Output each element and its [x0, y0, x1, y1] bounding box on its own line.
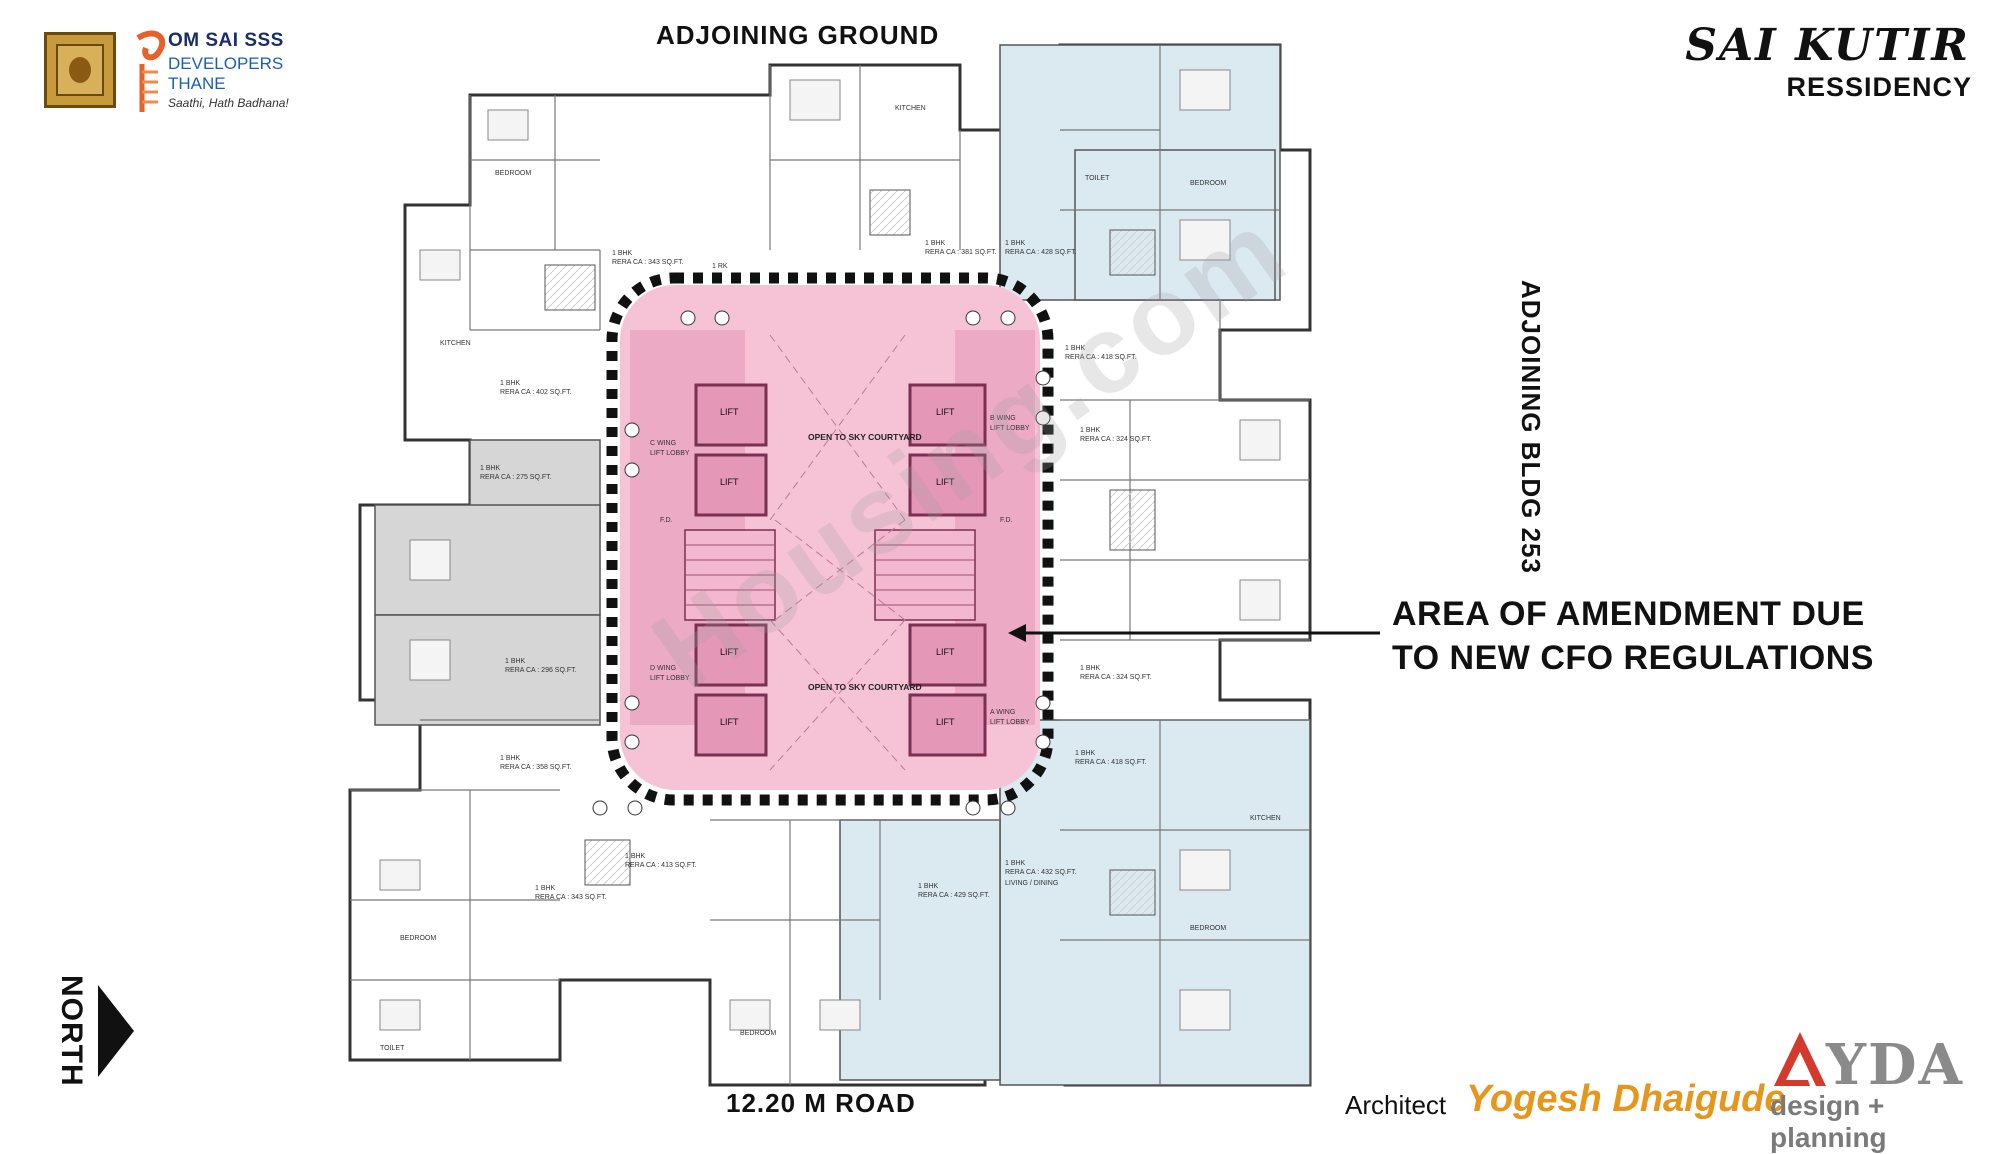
- courtyard-label-south: OPEN TO SKY COURTYARD: [808, 682, 922, 692]
- lift-label: LIFT: [720, 647, 739, 657]
- lift-lobby-label: LIFT LOBBY: [650, 675, 690, 682]
- callout-arrow: [1008, 624, 1380, 642]
- lift-label: LIFT: [720, 407, 739, 417]
- callout-line-2: TO NEW CFO REGULATIONS: [1392, 639, 1874, 677]
- unit-rera: RERA CA : 429 SQ.FT.: [918, 892, 990, 899]
- wing-b-label: B WING: [990, 415, 1016, 422]
- column-grid-markers: [592, 310, 1051, 816]
- lift-lobby-label: LIFT LOBBY: [990, 719, 1030, 726]
- wing-b-units: [999, 44, 1281, 301]
- unit-type: 1 BHK: [500, 380, 521, 387]
- plan-labels: OPEN TO SKY COURTYARD OPEN TO SKY COURTY…: [380, 105, 1281, 1052]
- unit-rera: RERA CA : 428 SQ.FT.: [1005, 249, 1077, 256]
- unit-type: 1 BHK: [535, 885, 556, 892]
- lift-lobby-label: LIFT LOBBY: [650, 450, 690, 457]
- unit-type: 1 BHK: [505, 658, 526, 665]
- room-label: TOILET: [380, 1045, 405, 1052]
- callout-line-1: AREA OF AMENDMENT DUE: [1392, 595, 1865, 633]
- amendment-callout: AREA OF AMENDMENT DUE TO NEW CFO REGULAT…: [1392, 592, 1874, 680]
- unit-type: 1 BHK: [1065, 345, 1086, 352]
- room-label: BEDROOM: [1190, 180, 1226, 187]
- unit-type: 1 BHK: [1005, 240, 1026, 247]
- room-label: TOILET: [1085, 175, 1110, 182]
- room-label: KITCHEN: [895, 105, 926, 112]
- label-adjoining-ground: ADJOINING GROUND: [656, 20, 940, 50]
- project-subtitle: RESSIDENCY: [1786, 72, 1972, 102]
- label-road: 12.20 M ROAD: [726, 1088, 916, 1118]
- architect-label: Architect: [1345, 1090, 1447, 1120]
- unit-type: 1 BHK: [625, 853, 646, 860]
- unit-type: 1 BHK: [500, 755, 521, 762]
- unit-type: 1 BHK: [1080, 665, 1101, 672]
- fire-duct-label: F.D.: [1000, 517, 1013, 524]
- north-label: NORTH: [48, 975, 88, 1095]
- lift-label: LIFT: [936, 717, 955, 727]
- unit-rera: RERA CA : 324 SQ.FT.: [1080, 674, 1152, 681]
- ayda-logo-text: YDA: [1825, 1032, 1964, 1090]
- unit-type: 1 BHK: [612, 250, 633, 257]
- unit-type: 1 BHK: [925, 240, 946, 247]
- brand-swirl-icon: [136, 30, 166, 112]
- room-label: BEDROOM: [495, 170, 531, 177]
- project-title: SAI KUTIR: [1685, 20, 1970, 71]
- courtyard-label-north: OPEN TO SKY COURTYARD: [808, 432, 922, 442]
- unit-rera: RERA CA : 343 SQ.FT.: [612, 259, 684, 266]
- firm-tagline: design + planning: [1770, 1090, 1887, 1153]
- unit-rera: RERA CA : 324 SQ.FT.: [1080, 436, 1152, 443]
- unit-rera: RERA CA : 296 SQ.FT.: [505, 667, 577, 674]
- unit-type: 1 BHK: [480, 465, 501, 472]
- architect-name: Yogesh Dhaigude: [1466, 1078, 1786, 1120]
- lift-label: LIFT: [720, 477, 739, 487]
- lift-label: LIFT: [936, 477, 955, 487]
- room-label: BEDROOM: [740, 1030, 776, 1037]
- room-label: KITCHEN: [440, 340, 471, 347]
- lift-lobby-label: LIFT LOBBY: [990, 425, 1030, 432]
- fixtures: [379, 69, 1281, 1031]
- unit-type: 1 RK: [712, 263, 728, 270]
- lift-shafts: [544, 189, 1156, 916]
- brand-line-developers: DEVELOPERS: [168, 54, 284, 73]
- unit-type: 1 BHK: [918, 883, 939, 890]
- unit-rera: RERA CA : 275 SQ.FT.: [480, 474, 552, 481]
- north-text: NORTH: [55, 975, 88, 1087]
- unit-rera: RERA CA : 343 SQ.FT.: [535, 894, 607, 901]
- north-indicator: NORTH: [48, 975, 138, 1095]
- lift-label: LIFT: [936, 407, 955, 417]
- wing-d-label: D WING: [650, 665, 676, 672]
- north-arrow-icon: [98, 985, 134, 1077]
- unit-rera: RERA CA : 402 SQ.FT.: [500, 389, 572, 396]
- ayda-logo: YDA: [1774, 1032, 1964, 1090]
- brand-name: OM SAI SSS: [168, 30, 284, 51]
- unit-rera: RERA CA : 413 SQ.FT.: [625, 862, 697, 869]
- room-label: BEDROOM: [400, 935, 436, 942]
- floor-plan: [348, 43, 1380, 1087]
- unit-type: 1 BHK: [1075, 750, 1096, 757]
- fire-duct-label: F.D.: [660, 517, 673, 524]
- lift-label: LIFT: [720, 717, 739, 727]
- unit-rera: RERA CA : 381 SQ.FT.: [925, 249, 997, 256]
- wing-c-label: C WING: [650, 440, 676, 447]
- developer-emblem-logo: [44, 32, 116, 108]
- room-label: BEDROOM: [1190, 925, 1226, 932]
- unit-rera: RERA CA : 418 SQ.FT.: [1065, 354, 1137, 361]
- lift-label: LIFT: [936, 647, 955, 657]
- wing-d-units: [374, 439, 601, 726]
- unit-type: 1 BHK: [1080, 427, 1101, 434]
- brand-line-city: THANE: [168, 74, 226, 93]
- room-label: KITCHEN: [1250, 815, 1281, 822]
- wing-a-label: A WING: [990, 709, 1015, 716]
- room-label: LIVING / DINING: [1005, 880, 1058, 887]
- unit-type: 1 BHK: [1005, 860, 1026, 867]
- room-partitions: [350, 45, 1310, 1085]
- unit-rera: RERA CA : 358 SQ.FT.: [500, 764, 572, 771]
- unit-rera: RERA CA : 418 SQ.FT.: [1075, 759, 1147, 766]
- unit-rera: RERA CA : 432 SQ.FT.: [1005, 869, 1077, 876]
- amendment-area: [606, 272, 1054, 806]
- brand-tagline: Saathi, Hath Badhana!: [168, 96, 289, 110]
